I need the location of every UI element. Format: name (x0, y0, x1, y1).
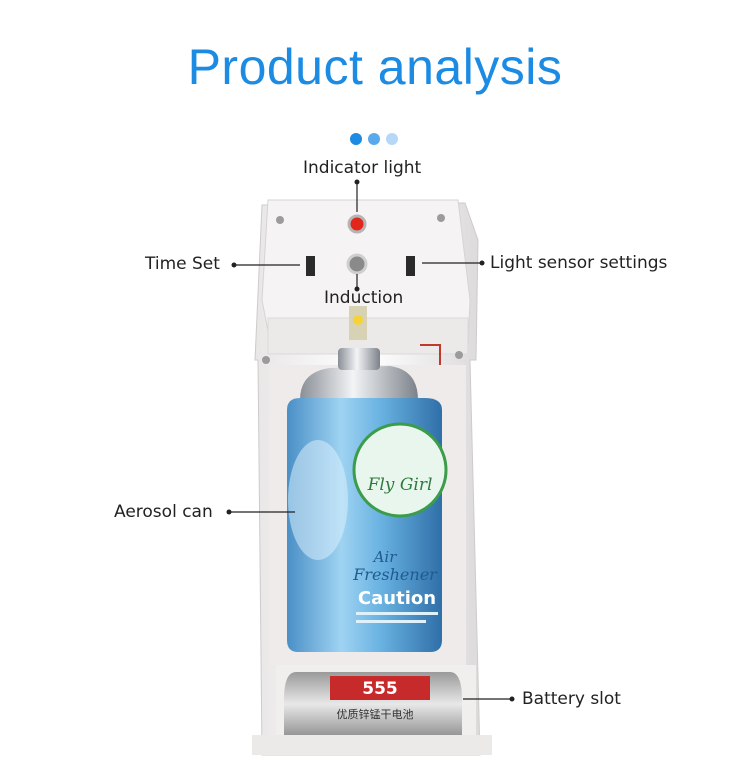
time-set-switch (306, 256, 315, 276)
induction-sensor (346, 253, 368, 275)
indicator-led (347, 214, 367, 234)
label-battery-slot: Battery slot (522, 689, 621, 709)
can-warning: Caution (358, 588, 436, 609)
can-line2: Freshener (352, 565, 438, 584)
pager-dot-2 (368, 133, 380, 145)
pager-dots (350, 133, 398, 145)
battery-text: 优质锌锰干电池 (337, 707, 414, 721)
label-light-sensor-settings: Light sensor settings (490, 253, 668, 273)
can-brand: Fly Girl (367, 475, 433, 495)
can-dome (300, 366, 418, 400)
pager-dot-3 (386, 133, 398, 145)
light-sensor-switch (406, 256, 415, 276)
battery-brand: 555 (362, 679, 398, 699)
can-line1: Air (372, 548, 398, 566)
label-indicator-light: Indicator light (303, 158, 422, 178)
label-time-set: Time Set (145, 254, 220, 274)
label-induction: Induction (324, 288, 404, 308)
label-aerosol-can: Aerosol can (114, 502, 213, 522)
pager-dot-1 (350, 133, 362, 145)
page-title: Product analysis (187, 39, 563, 95)
